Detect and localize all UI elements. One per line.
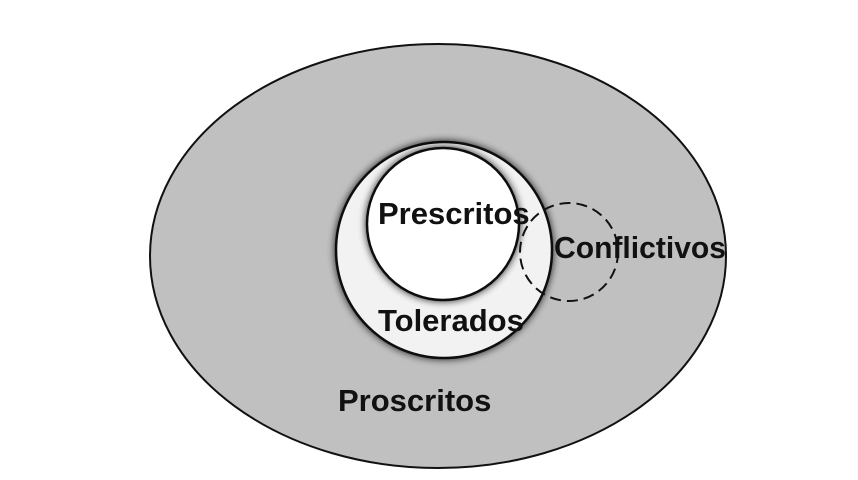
proscritos-label: Proscritos xyxy=(338,383,491,418)
prescritos-label: Prescritos xyxy=(378,196,530,231)
prescritos-region xyxy=(365,146,521,302)
conflictivos-label: Conflictivos xyxy=(554,230,726,265)
conflictivos-region xyxy=(519,202,619,302)
tolerados-label: Tolerados xyxy=(378,303,524,338)
